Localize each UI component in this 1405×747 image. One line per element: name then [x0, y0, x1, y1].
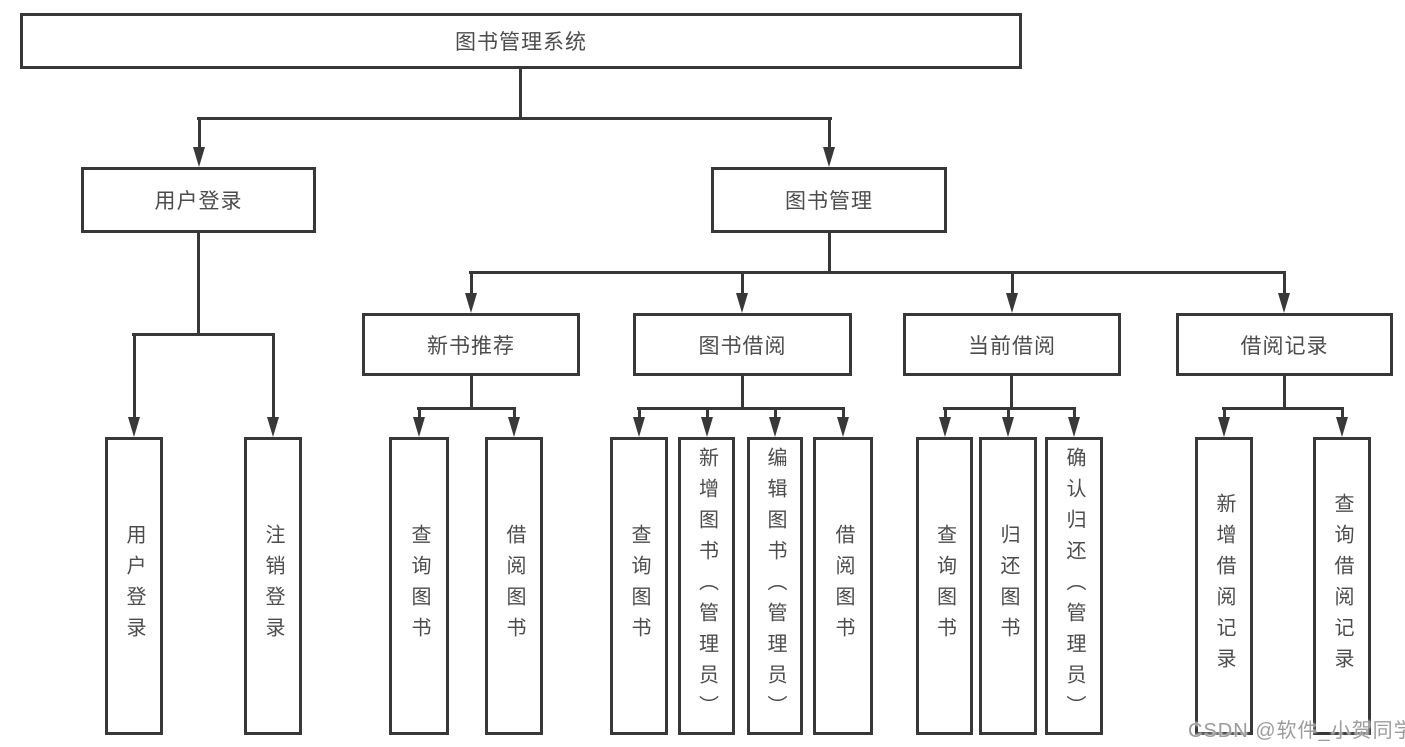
arrowhead: [464, 293, 477, 313]
connector-stub: [512, 407, 516, 419]
node-book-borrow: 图书借阅: [633, 313, 852, 376]
arrowhead: [836, 417, 849, 437]
leaf-bb-add-books-admin: 新增图书（管理员）: [678, 437, 735, 735]
leaf-cb-return-books: 归还图书: [979, 437, 1037, 735]
connector-hline: [132, 333, 275, 336]
connector-stub: [841, 407, 845, 419]
connector-stub: [272, 333, 275, 418]
connector-stub: [637, 407, 641, 419]
connector-stub: [469, 271, 473, 295]
node-book-management: 图书管理: [711, 167, 947, 233]
arrowhead: [266, 417, 279, 437]
connector-hline: [417, 407, 516, 410]
connector-stub: [1010, 271, 1014, 295]
connector-hline: [943, 407, 1076, 410]
leaf-nb-borrow-books: 借阅图书: [485, 437, 543, 735]
connector-hline: [469, 271, 1286, 274]
connector-hline: [637, 407, 845, 410]
leaf-bb-edit-books-admin: 编辑图书（管理员）: [747, 437, 803, 735]
connector-hline: [197, 117, 832, 120]
leaf-user-login: 用户登录: [105, 437, 163, 735]
connector-vline: [1010, 376, 1013, 410]
connector-vline: [1283, 376, 1286, 410]
leaf-br-query-record: 查询借阅记录: [1313, 437, 1371, 735]
connector-stub: [705, 407, 709, 419]
connector-hline: [1222, 407, 1344, 410]
connector-stub: [1340, 407, 1344, 419]
arrowhead: [1335, 417, 1348, 437]
node-borrow-records: 借阅记录: [1176, 313, 1393, 376]
connector-vline: [197, 233, 200, 336]
leaf-logout: 注销登录: [244, 437, 302, 735]
connector-stub: [1222, 407, 1226, 419]
leaf-bb-query-books: 查询图书: [610, 437, 668, 735]
arrowhead: [822, 147, 835, 167]
leaf-cb-confirm-return-admin: 确认归还（管理员）: [1045, 437, 1103, 735]
arrowhead: [507, 417, 520, 437]
arrowhead: [735, 293, 748, 313]
connector-stub: [740, 271, 744, 295]
connector-vline: [470, 376, 473, 410]
arrowhead: [632, 417, 645, 437]
arrowhead: [1005, 293, 1018, 313]
arrowhead: [412, 417, 425, 437]
connector-stub: [943, 407, 947, 419]
arrowhead: [1001, 417, 1014, 437]
arrowhead: [1277, 293, 1290, 313]
arrowhead: [192, 147, 205, 167]
connector-stub: [828, 117, 831, 148]
arrowhead: [700, 417, 713, 437]
connector-stub: [417, 407, 421, 419]
node-new-book-recommend: 新书推荐: [362, 313, 580, 376]
csdn-watermark: CSDN @软件_小贺同学: [1188, 720, 1405, 742]
connector-stub: [133, 333, 136, 418]
connector-stub: [1006, 407, 1010, 419]
connector-stub: [1072, 407, 1076, 419]
leaf-bb-borrow-books: 借阅图书: [813, 437, 873, 735]
connector-vline: [828, 233, 831, 274]
connector-stub: [773, 407, 777, 419]
connector-stub: [1282, 271, 1286, 295]
node-library-system: 图书管理系统: [20, 13, 1022, 69]
arrowhead: [938, 417, 951, 437]
arrowhead: [1217, 417, 1230, 437]
connector-vline: [741, 376, 744, 410]
arrowhead: [1067, 417, 1080, 437]
arrowhead: [127, 417, 140, 437]
node-user-login: 用户登录: [81, 167, 316, 233]
leaf-cb-query-books: 查询图书: [916, 437, 973, 735]
arrowhead: [768, 417, 781, 437]
leaf-nb-query-books: 查询图书: [389, 437, 449, 735]
connector-stub: [198, 117, 201, 148]
leaf-br-add-record: 新增借阅记录: [1195, 437, 1253, 735]
node-current-borrow: 当前借阅: [903, 313, 1121, 376]
connector-vline: [519, 69, 522, 120]
